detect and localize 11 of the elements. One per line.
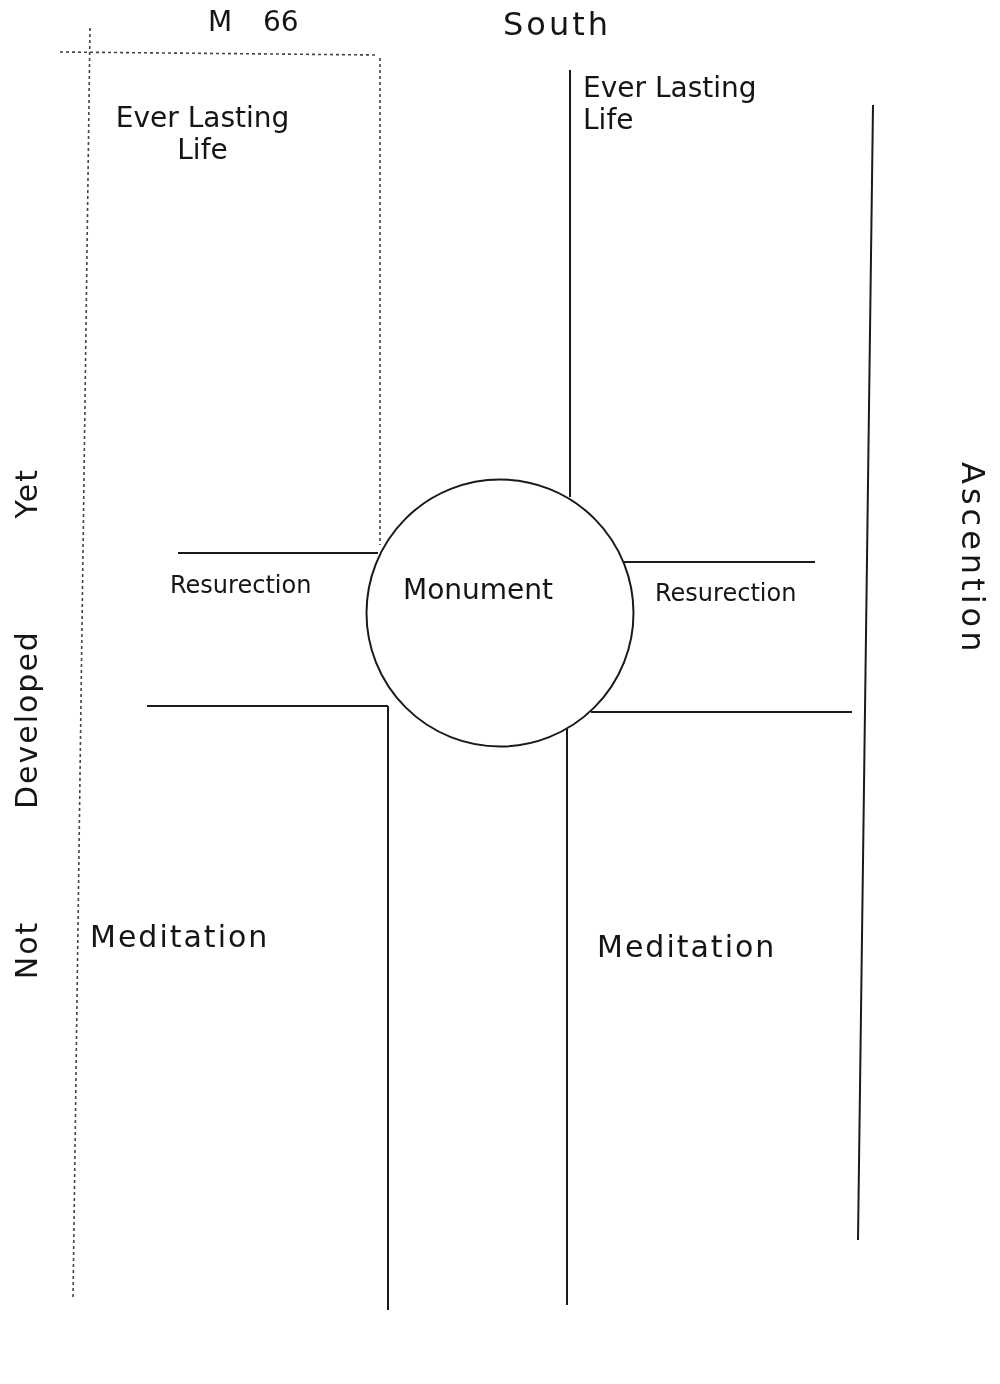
section-label: Meditation	[90, 920, 270, 955]
section-label: Ever Lasting Life	[114, 102, 291, 167]
vertical-side-label: Ascention	[954, 462, 991, 656]
section-label: Meditation	[597, 930, 777, 965]
monument-label: Monument	[403, 574, 553, 607]
direction-label: South	[503, 6, 611, 43]
section-label: Resurection	[655, 580, 797, 608]
section-label: Resurection	[170, 572, 312, 600]
section-label: Ever Lasting Life	[583, 72, 758, 137]
vertical-side-label: Not Developed Yet	[10, 468, 45, 980]
section-code-label: M 66	[208, 6, 299, 39]
